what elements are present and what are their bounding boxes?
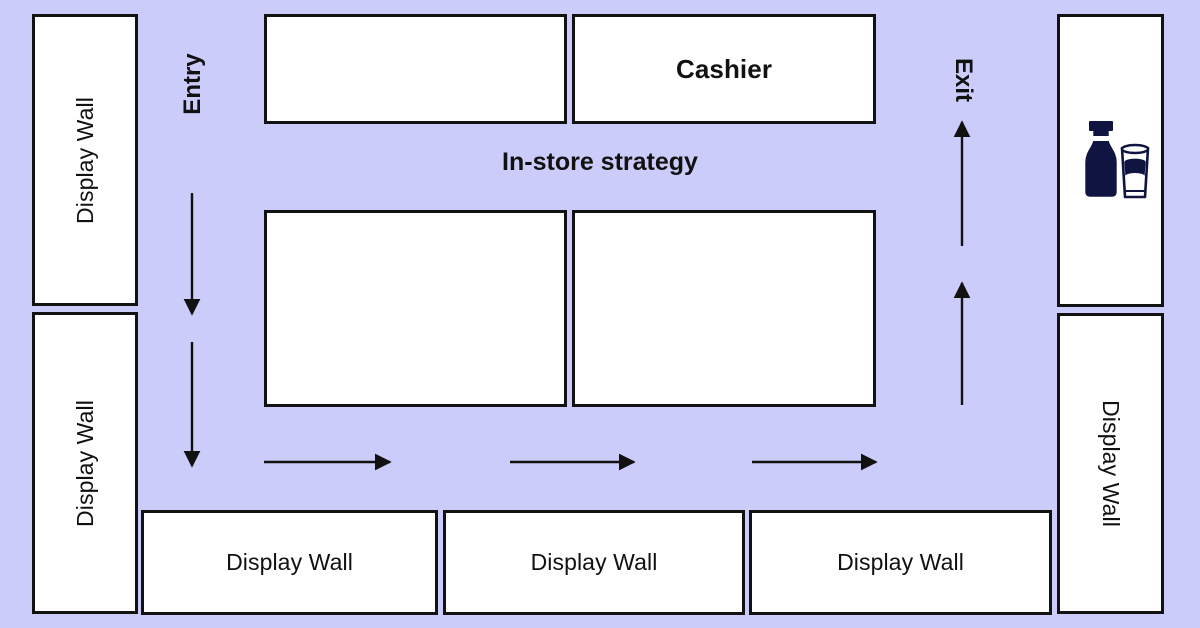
aisle-fixture-top-left[interactable] [264,14,567,124]
display-wall-left-bottom[interactable]: Display Wall [32,312,138,614]
exit-label: Exit [950,57,977,102]
display-wall-left-top[interactable]: Display Wall [32,14,138,306]
milk-bottle-glass-icon [1082,121,1150,200]
entry-label: Entry [179,53,206,115]
aisle-fixture-middle-right[interactable] [572,210,876,407]
aisle-fixture-middle-left[interactable] [264,210,567,407]
page-title: In-store strategy [502,148,698,176]
display-wall-right-bottom-label: Display Wall [1098,400,1124,527]
display-wall-bottom-3[interactable]: Display Wall [749,510,1052,615]
display-wall-bottom-1-label: Display Wall [226,549,353,575]
display-wall-bottom-3-label: Display Wall [837,549,964,575]
display-wall-bottom-2-label: Display Wall [530,549,658,575]
display-wall-bottom-1[interactable]: Display Wall [141,510,438,615]
display-wall-bottom-2[interactable]: Display Wall [443,510,745,615]
display-wall-left-bottom-label: Display Wall [71,399,98,527]
cashier-label: Cashier [675,53,773,84]
display-wall-right-bottom[interactable]: Display Wall [1057,313,1164,614]
cashier-counter[interactable]: Cashier [572,14,876,124]
